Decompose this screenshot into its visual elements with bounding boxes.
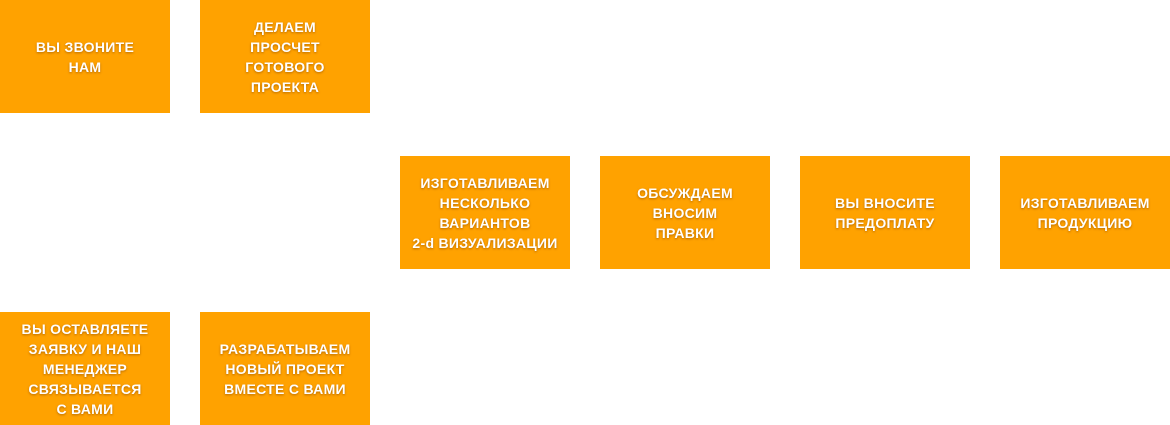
step-label: ВЫ ЗВОНИТЕ НАМ (35, 38, 135, 75)
step-calculate-ready-project: ДЕЛАЕМ ПРОСЧЕТ ГОТОВОГО ПРОЕКТА (200, 0, 370, 113)
step-label: ДЕЛАЕМ ПРОСЧЕТ ГОТОВОГО ПРОЕКТА (245, 18, 325, 95)
step-develop-new-project: РАЗРАБАТЫВАЕМ НОВЫЙ ПРОЕКТ ВМЕСТЕ С ВАМИ (200, 312, 370, 425)
step-label: ИЗГОТАВЛИВАЕМ НЕСКОЛЬКО ВАРИАНТОВ 2-d ВИ… (412, 174, 558, 251)
step-manufacture-product: ИЗГОТАВЛИВАЕМ ПРОДУКЦИЮ (1000, 156, 1170, 269)
step-leave-request: ВЫ ОСТАВЛЯЕТЕ ЗАЯВКУ И НАШ МЕНЕДЖЕР СВЯЗ… (0, 312, 170, 425)
step-discuss-edits: ОБСУЖДАЕМ ВНОСИМ ПРАВКИ (600, 156, 770, 269)
step-label: ВЫ ОСТАВЛЯЕТЕ ЗАЯВКУ И НАШ МЕНЕДЖЕР СВЯЗ… (21, 320, 149, 417)
step-label: ОБСУЖДАЕМ ВНОСИМ ПРАВКИ (637, 184, 733, 241)
step-make-visualization-variants: ИЗГОТАВЛИВАЕМ НЕСКОЛЬКО ВАРИАНТОВ 2-d ВИ… (400, 156, 570, 269)
step-label: ВЫ ВНОСИТЕ ПРЕДОПЛАТУ (835, 194, 935, 231)
step-label: РАЗРАБАТЫВАЕМ НОВЫЙ ПРОЕКТ ВМЕСТЕ С ВАМИ (219, 340, 351, 397)
step-call-us: ВЫ ЗВОНИТЕ НАМ (0, 0, 170, 113)
step-prepayment: ВЫ ВНОСИТЕ ПРЕДОПЛАТУ (800, 156, 970, 269)
step-label: ИЗГОТАВЛИВАЕМ ПРОДУКЦИЮ (1020, 194, 1150, 231)
